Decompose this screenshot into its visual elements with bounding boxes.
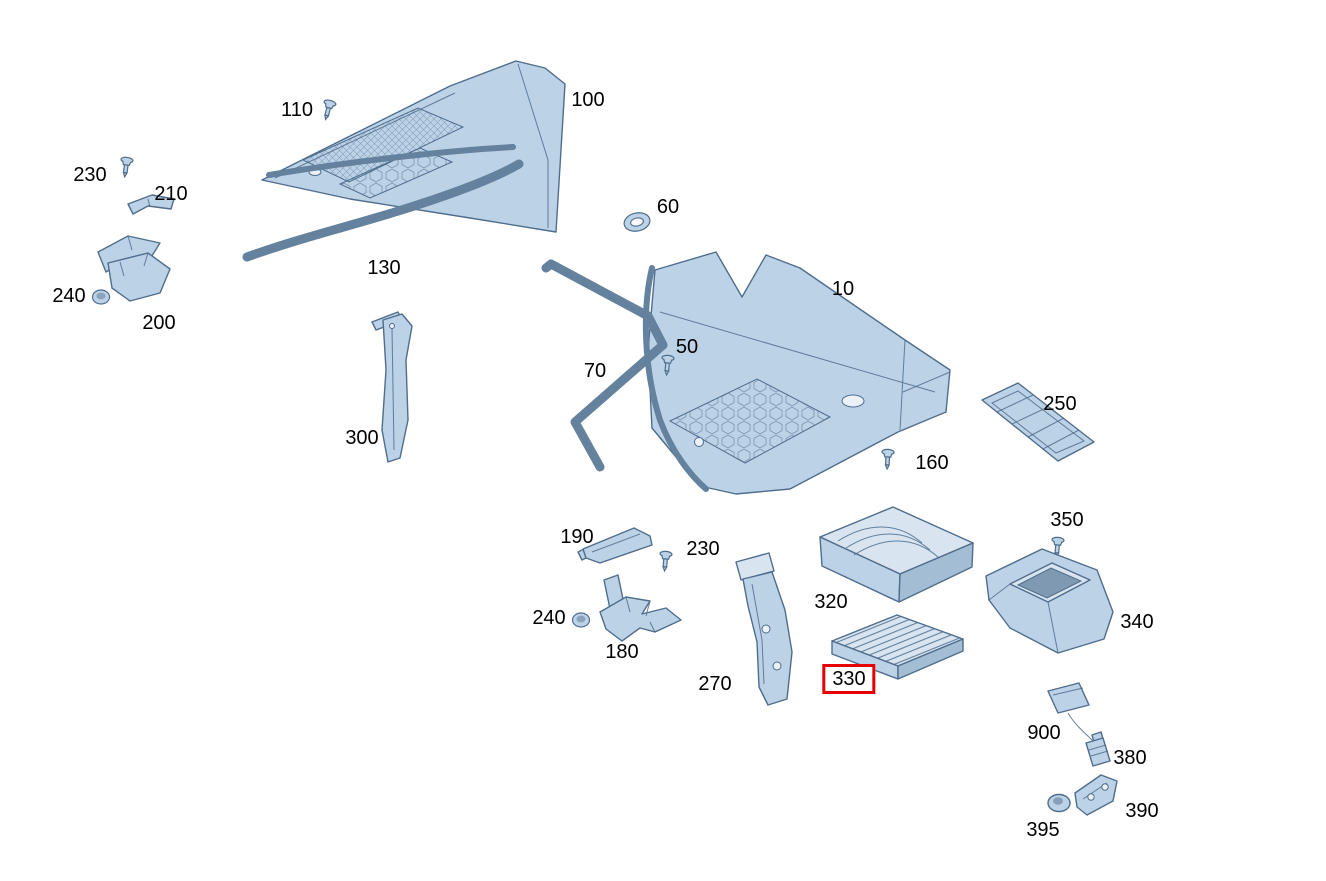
part-240-grommet-1	[91, 289, 111, 305]
part-label-380[interactable]: 380	[1113, 747, 1147, 769]
part-label-50[interactable]: 50	[675, 336, 699, 358]
part-label-240-1[interactable]: 240	[52, 285, 86, 307]
part-70-seal-strip	[541, 259, 668, 472]
part-label-10[interactable]: 10	[831, 278, 855, 300]
part-label-900[interactable]: 900	[1027, 722, 1061, 744]
part-label-210[interactable]: 210	[154, 183, 188, 205]
part-230-clip-2	[657, 550, 673, 573]
part-100-cowl-cover	[261, 60, 566, 233]
part-label-320[interactable]: 320	[814, 591, 848, 613]
part-label-250[interactable]: 250	[1043, 393, 1077, 415]
part-900-sensor-bracket	[1047, 682, 1094, 742]
part-270-support-bracket	[735, 552, 793, 706]
part-label-110[interactable]: 110	[281, 99, 313, 121]
part-label-160[interactable]: 160	[915, 452, 949, 474]
part-60-grommet-ring	[621, 209, 653, 235]
part-130-seal-strip	[242, 159, 524, 262]
part-label-300[interactable]: 300	[345, 427, 379, 449]
part-label-200[interactable]: 200	[142, 312, 176, 334]
part-label-180[interactable]: 180	[605, 641, 639, 663]
part-240-grommet-2	[571, 612, 591, 628]
part-label-70[interactable]: 70	[583, 360, 607, 382]
part-label-390[interactable]: 390	[1125, 800, 1159, 822]
part-label-270[interactable]: 270	[698, 673, 732, 695]
part-label-60[interactable]: 60	[656, 196, 680, 218]
part-label-100[interactable]: 100	[571, 89, 605, 111]
part-230-clip-1	[118, 155, 134, 179]
part-200-bracket-assembly	[97, 235, 171, 302]
part-label-230-2[interactable]: 230	[686, 538, 720, 560]
part-340-air-duct	[985, 548, 1114, 654]
part-160-clip	[880, 448, 895, 470]
part-label-350[interactable]: 350	[1050, 509, 1084, 531]
part-300-support-bracket	[371, 311, 413, 463]
part-380-sensor	[1085, 731, 1111, 767]
part-label-130[interactable]: 130	[367, 257, 401, 279]
part-210-bracket	[127, 194, 175, 215]
part-180-bracket-assembly	[599, 574, 682, 642]
part-320-filter-housing	[819, 506, 974, 603]
part-10-cowl-panel	[642, 251, 951, 495]
part-190-bracket	[577, 527, 653, 564]
part-330-filter-element	[831, 614, 964, 680]
part-390-bracket	[1074, 774, 1118, 816]
part-label-230-1[interactable]: 230	[73, 164, 107, 186]
part-395-grommet	[1047, 793, 1071, 813]
part-110-clip	[319, 98, 338, 122]
part-label-190[interactable]: 190	[560, 526, 594, 548]
part-label-240-2[interactable]: 240	[532, 607, 566, 629]
part-250-grille	[981, 382, 1095, 462]
part-label-330[interactable]: 330	[822, 664, 876, 694]
part-label-340[interactable]: 340	[1120, 611, 1154, 633]
part-label-395[interactable]: 395	[1026, 819, 1060, 841]
